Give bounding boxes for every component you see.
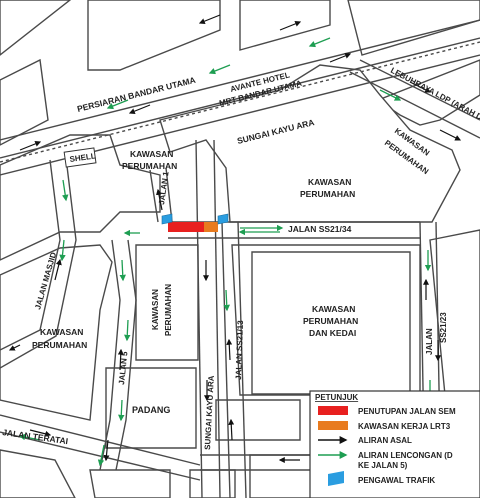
label-kp-mid-1: KAWASAN [308, 177, 351, 187]
label-jalan-ss21-23b: SS21/23 [439, 312, 448, 343]
flag-icon [217, 213, 229, 225]
legend-item-lrt3: KAWASAN KERJA LRT3 [358, 422, 451, 431]
label-kp-west-2: PERUMAHAN [32, 340, 87, 350]
traffic-warden-flags [161, 213, 229, 225]
label-kp-top-1: KAWASAN [130, 149, 173, 159]
flag-icon [161, 213, 173, 225]
shell-box [63, 147, 97, 168]
label-kpk-2: PERUMAHAN [303, 316, 358, 326]
flag-icon [328, 471, 344, 486]
label-jalan-ss21-13: JALAN SS21/13 [234, 320, 245, 380]
label-sungai-kayu-ara-bottom: SUNGAI KAYU ARA [203, 375, 216, 450]
legend-item-detour: ALIRAN LENCONGAN (D [358, 451, 453, 460]
label-kp-top-2: PERUMAHAN [122, 161, 177, 171]
legend-item-warden: PENGAWAL TRAFIK [358, 476, 435, 485]
legend-item-detour-2: KE JALAN 5) [358, 461, 408, 470]
label-jalan-ss21-23a: JALAN [425, 328, 434, 355]
legend-title: PETUNJUK [315, 393, 358, 402]
label-kpk-3: DAN KEDAI [309, 328, 356, 338]
label-kpk-1: KAWASAN [312, 304, 355, 314]
road-network [0, 19, 480, 498]
label-persiaran-bandar-utama: PERSIARAN BANDAR UTAMA [76, 75, 196, 114]
legend: PETUNJUK PENUTUPAN JALAN SEM KAWASAN KER… [309, 390, 480, 498]
label-jalan-5: JALAN 5 [117, 351, 129, 386]
road-closure-area [168, 222, 204, 232]
original-flow-arrows [8, 14, 462, 492]
label-kp-v-1: KAWASAN [151, 289, 160, 330]
label-padang: PADANG [132, 405, 170, 415]
label-shell: SHELL [69, 151, 96, 164]
detour-flow-arrows [18, 37, 462, 474]
legend-item-closure: PENUTUPAN JALAN SEM [358, 407, 456, 416]
lrt3-swatch [318, 421, 348, 430]
closure-swatch [318, 406, 348, 415]
lrt3-work-area [204, 222, 218, 232]
label-kp-v-2: PERUMAHAN [164, 284, 173, 336]
label-kp-west-1: KAWASAN [40, 327, 83, 337]
legend-item-original: ALIRAN ASAL [358, 436, 412, 445]
label-kp-mid-2: PERUMAHAN [300, 189, 355, 199]
label-jalan-ss21-34: JALAN SS21/34 [288, 224, 352, 234]
